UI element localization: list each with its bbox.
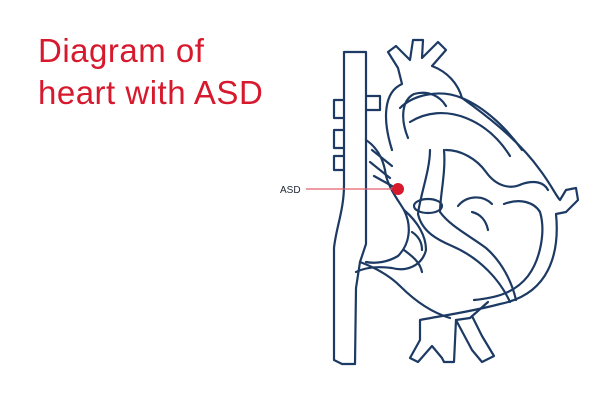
aortic-arch bbox=[385, 38, 464, 152]
pulmonary-vein-2 bbox=[332, 128, 346, 150]
page-title: Diagram of heart with ASD bbox=[38, 30, 263, 114]
heart-outer-contour bbox=[408, 96, 580, 364]
inferior-vessels bbox=[454, 300, 496, 364]
vena-cava bbox=[332, 50, 368, 366]
pulmonary-trunk-inner bbox=[408, 112, 512, 158]
heart-outline bbox=[332, 38, 580, 366]
asd-defect-marker bbox=[392, 183, 404, 195]
left-atrium bbox=[444, 148, 550, 192]
pulmonary-vein-4 bbox=[364, 94, 382, 112]
ventricular-septum-inner bbox=[438, 148, 518, 302]
mitral-valve bbox=[456, 196, 494, 232]
pulmonary-trunk bbox=[398, 92, 524, 152]
left-ventricle-inner bbox=[472, 200, 544, 302]
aortic-arch-inner bbox=[402, 91, 448, 140]
pulmonary-vein-3 bbox=[332, 154, 346, 172]
right-atrium-wall bbox=[364, 138, 410, 264]
ventricular-septum bbox=[416, 148, 512, 304]
title-line-2: heart with ASD bbox=[38, 74, 264, 111]
title-line-1: Diagram of bbox=[38, 32, 205, 69]
asd-label: ASD bbox=[280, 185, 301, 196]
aortic-valve bbox=[412, 197, 444, 215]
right-ventricle-outer bbox=[358, 260, 452, 320]
pulmonary-vein-1 bbox=[332, 98, 346, 120]
tricuspid-valve bbox=[402, 230, 424, 274]
atrial-septum bbox=[368, 148, 394, 188]
